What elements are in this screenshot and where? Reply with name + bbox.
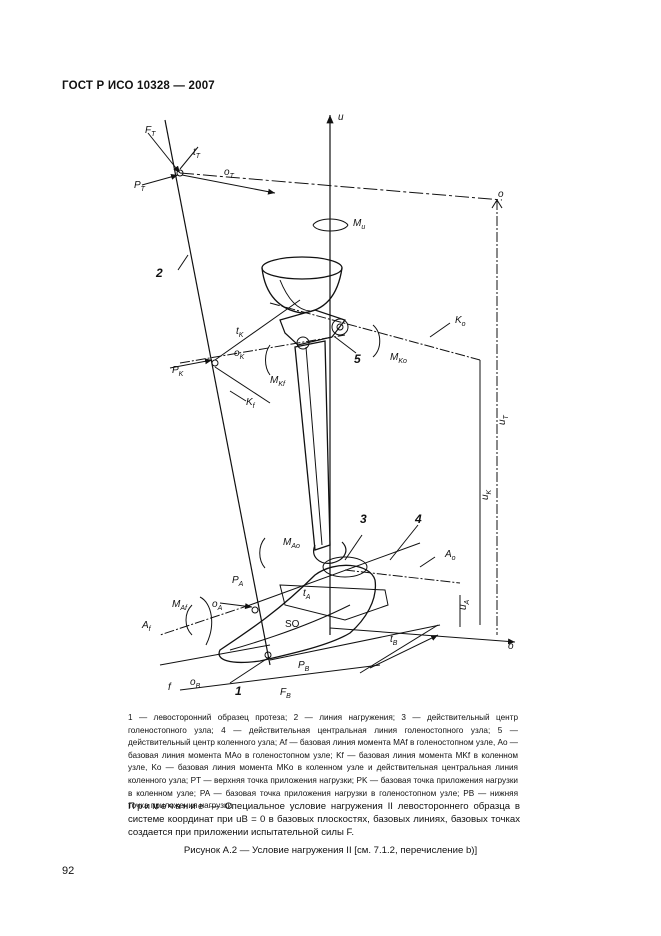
- label-o_K: oK: [234, 348, 245, 361]
- note-text: — Специальное условие нагружения II лево…: [128, 801, 520, 838]
- label-t_A: tA: [303, 588, 311, 601]
- label-P_T: PT: [134, 180, 146, 193]
- label-o-top: o: [498, 189, 504, 200]
- label-t_T: tT: [193, 147, 201, 160]
- label-f: f: [168, 682, 172, 693]
- figure-legend: 1 — левосторонний образец протеза; 2 — л…: [128, 713, 518, 811]
- note-lead: Примечание: [128, 801, 206, 812]
- label-o-bottom: o: [508, 641, 514, 652]
- pylon: [294, 340, 331, 551]
- figure-note: Примечание — Специальное условие нагруже…: [128, 800, 520, 839]
- label-num2: 2: [155, 266, 163, 280]
- label-K_o: Ko: [455, 315, 466, 328]
- prosthetic-foot: [218, 564, 377, 664]
- label-o_A: oA: [212, 599, 223, 612]
- label-M_Ao: MAo: [283, 537, 300, 550]
- base-plate: [279, 584, 389, 621]
- label-F_T: FT: [145, 125, 156, 138]
- label-M_Ko: MKo: [390, 352, 407, 365]
- label-P_A: PA: [232, 575, 244, 588]
- label-u_A: uA: [458, 599, 471, 610]
- label-K_f: Kf: [246, 397, 256, 410]
- knee-baseline-o: [269, 302, 481, 361]
- label-num5: 5: [354, 352, 361, 366]
- knee-baseline-f: [179, 334, 346, 364]
- label-F_B: FB: [280, 687, 291, 700]
- label-SO: SO: [285, 619, 300, 630]
- label-P_B: PB: [298, 660, 310, 673]
- label-t_K: tK: [236, 326, 244, 339]
- load-line: [164, 119, 271, 666]
- label-M_u: Mu: [353, 218, 365, 231]
- label-u_T: uT: [497, 414, 510, 425]
- loading-condition-figure: FT PT tT oT u Mu 2 tK oK PK Kf Ko MKf MK…: [134, 112, 516, 700]
- label-o_T: oT: [224, 167, 235, 180]
- page-number: 92: [62, 865, 75, 877]
- label-t_B: tB: [390, 634, 398, 647]
- label-num4: 4: [414, 512, 422, 526]
- label-num1: 1: [235, 684, 242, 698]
- label-num3: 3: [360, 512, 367, 526]
- label-u_K: uK: [480, 489, 493, 500]
- o-axis-top: [179, 172, 503, 201]
- figure-caption: Рисунок А.2 — Условие нагружения II [см.…: [183, 845, 478, 856]
- label-A_o: Ao: [444, 549, 456, 562]
- label-P_K: PK: [172, 365, 184, 378]
- label-u: u: [338, 112, 344, 123]
- document-header: ГОСТ Р ИСО 10328 — 2007: [62, 80, 215, 92]
- label-o_B: oB: [190, 677, 201, 690]
- label-M_Kf: MKf: [270, 375, 286, 388]
- label-M_Af: MAf: [172, 599, 188, 612]
- label-A_f: Af: [141, 620, 152, 633]
